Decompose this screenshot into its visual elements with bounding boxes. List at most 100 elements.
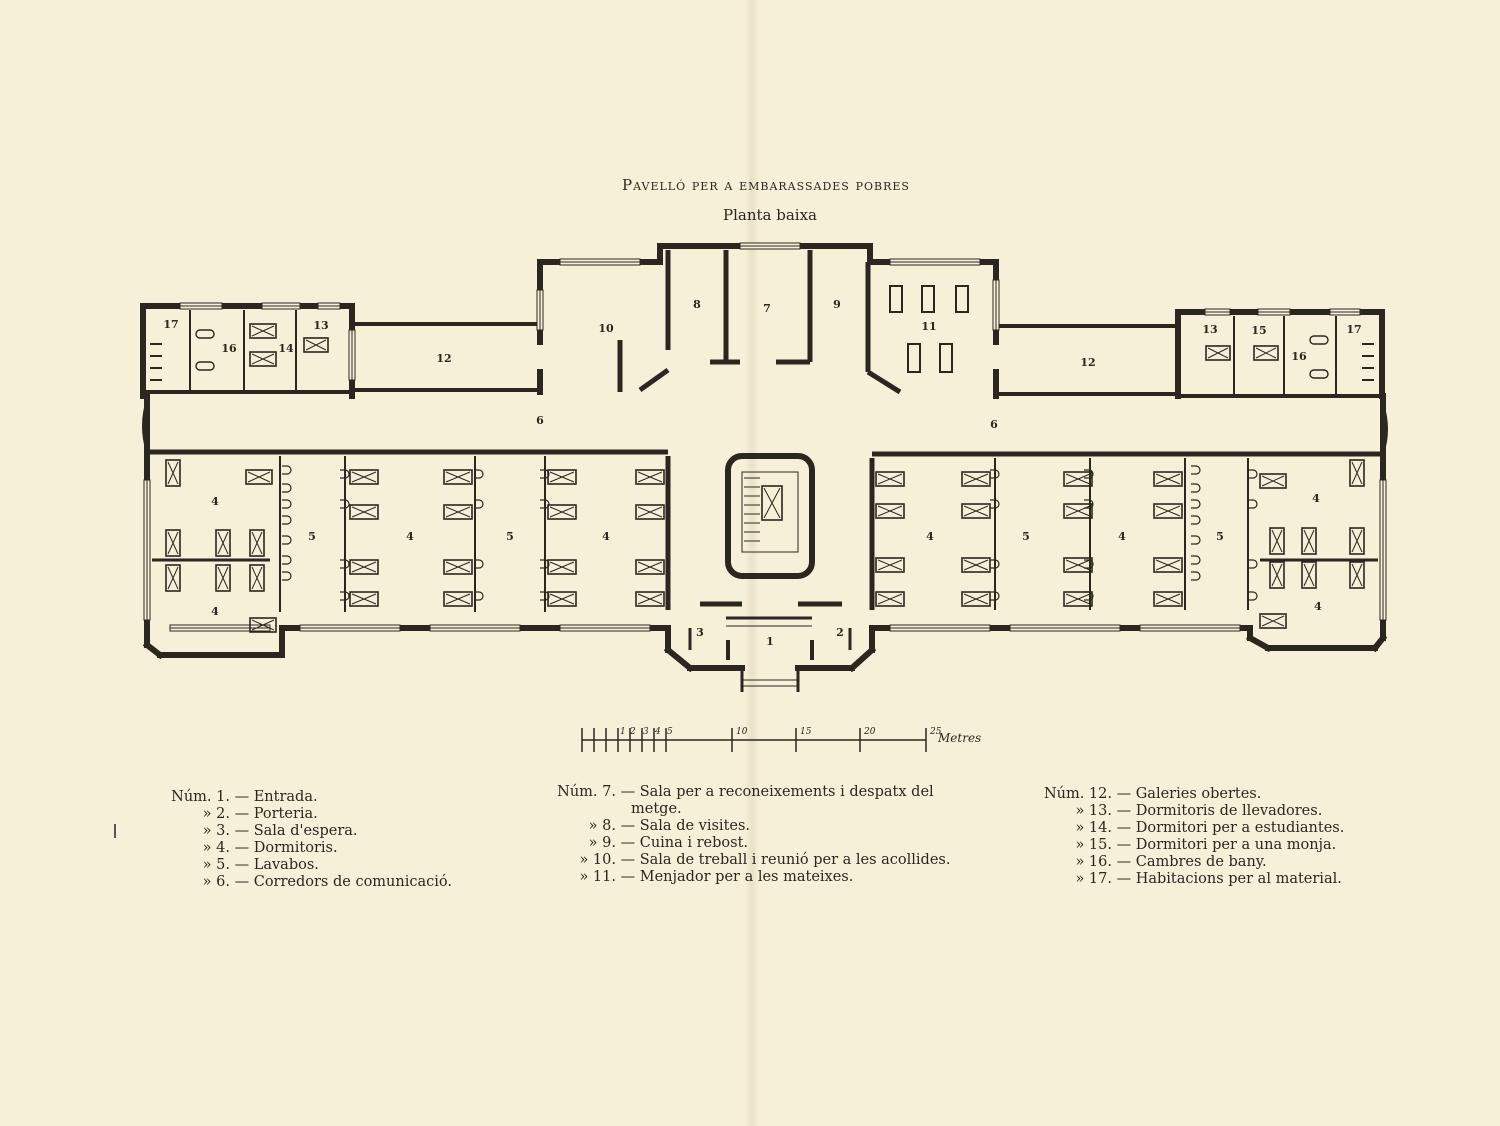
basin [1084, 559, 1094, 569]
wall [1382, 403, 1388, 455]
legend-entry-text: — Sala per a reconeixements i despatx de… [616, 784, 934, 800]
bed-cross [877, 559, 903, 571]
bed [349, 559, 379, 575]
bed-cross [251, 619, 275, 631]
legend-entry-number: » 9. [588, 835, 616, 851]
basin [1191, 465, 1201, 475]
bed-cross [1155, 593, 1181, 605]
basin [1191, 515, 1201, 525]
room-label-16: 16 [1291, 350, 1307, 363]
room-label-5: 5 [308, 530, 316, 543]
scale-tick-label: 10 [736, 727, 748, 737]
legend-entry-number: » 10. [579, 852, 616, 868]
legend-entry-number: » 6. [202, 874, 230, 890]
bed [1349, 561, 1365, 589]
bed [1349, 459, 1365, 487]
bed-cross [549, 561, 575, 573]
room-label-17: 17 [1346, 323, 1361, 336]
legend-entry: » 15. — Dormitori per a una monja. [1020, 837, 1344, 854]
room-label-4: 4 [602, 530, 610, 543]
wall [847, 645, 877, 673]
bed-cross [763, 487, 781, 519]
bed [1205, 345, 1231, 361]
bed-cross [637, 506, 663, 518]
bed-cross [1207, 347, 1229, 359]
legend-entry-continuation: metge. [631, 801, 682, 817]
bed-cross [877, 593, 903, 605]
scale-tick-label: 25 [929, 727, 942, 737]
scale-tick-label: 1 [620, 727, 626, 737]
basin [1084, 591, 1094, 601]
room-label-12: 12 [436, 352, 451, 365]
room-label-4: 4 [1118, 530, 1126, 543]
bed-cross [351, 506, 377, 518]
bed [349, 591, 379, 607]
legend-entry-text: — Porteria. [230, 806, 318, 822]
bed [635, 559, 665, 575]
room-label-15: 15 [1251, 324, 1266, 337]
basin [282, 515, 292, 525]
legend-entry-number: » 14. [1075, 820, 1112, 836]
bed [1269, 561, 1285, 589]
bed-cross [1271, 563, 1283, 587]
partition [638, 367, 670, 393]
bed-cross [549, 593, 575, 605]
legend-entry: » 3. — Sala d'espera. [148, 823, 452, 840]
basin [474, 469, 484, 479]
legend-entry: » 5. — Lavabos. [148, 857, 452, 874]
bed-cross [167, 461, 179, 485]
legend-entry-text: — Cambres de bany. [1112, 854, 1267, 870]
legend-entry-text: — Sala de visites. [616, 818, 751, 834]
bed-cross [963, 593, 989, 605]
bed [635, 469, 665, 485]
bed [1153, 503, 1183, 519]
room-label-4: 4 [1312, 492, 1320, 505]
bed-cross [1065, 559, 1091, 571]
legend-entry-text: — Sala de treball i reunió per a les aco… [616, 852, 951, 868]
legend-entry: » 11. — Menjador per a les mateixes. [530, 869, 950, 886]
bed-cross [351, 593, 377, 605]
bed-cross [1351, 461, 1363, 485]
bed-cross [963, 473, 989, 485]
legend-entry: » 4. — Dormitoris. [148, 840, 452, 857]
basin [540, 469, 550, 479]
basin [474, 499, 484, 509]
bed-cross [1155, 473, 1181, 485]
bed [1063, 471, 1093, 487]
bed [1349, 527, 1365, 555]
bed [961, 557, 991, 573]
bed-cross [167, 566, 179, 590]
legend-entry-number: Núm. 1. [171, 789, 230, 805]
room-label-6: 6 [990, 418, 998, 431]
bed-cross [877, 505, 903, 517]
legend-entry-text: — Galeries obertes. [1112, 786, 1262, 802]
legend-entry-number: » 4. [202, 840, 230, 856]
legend-entry-number: » 17. [1075, 871, 1112, 887]
basin [540, 499, 550, 509]
bed-cross [1351, 563, 1363, 587]
room-label-1: 1 [766, 635, 774, 648]
bed [249, 351, 277, 367]
legend-entry-number: » 15. [1075, 837, 1112, 853]
wall [663, 645, 695, 673]
bed-cross [549, 471, 575, 483]
bed [1259, 473, 1287, 489]
bed [761, 485, 783, 521]
bed [443, 504, 473, 520]
bed [635, 504, 665, 520]
bed-cross [445, 471, 471, 483]
room-label-14: 14 [278, 342, 294, 355]
basin [1084, 499, 1094, 509]
basin [340, 591, 350, 601]
room-label-6: 6 [536, 414, 544, 427]
bed-cross [351, 471, 377, 483]
bed-cross [445, 593, 471, 605]
bed-cross [251, 566, 263, 590]
legend-entry: » 14. — Dormitori per a estudiantes. [1020, 820, 1344, 837]
legend-entry: » 17. — Habitacions per al material. [1020, 871, 1344, 888]
bed [547, 504, 577, 520]
legend-entry: Núm. 12. — Galeries obertes. [1020, 786, 1344, 803]
legend-entry-text: — Dormitori per a una monja. [1112, 837, 1337, 853]
basin [474, 591, 484, 601]
bed [349, 469, 379, 485]
